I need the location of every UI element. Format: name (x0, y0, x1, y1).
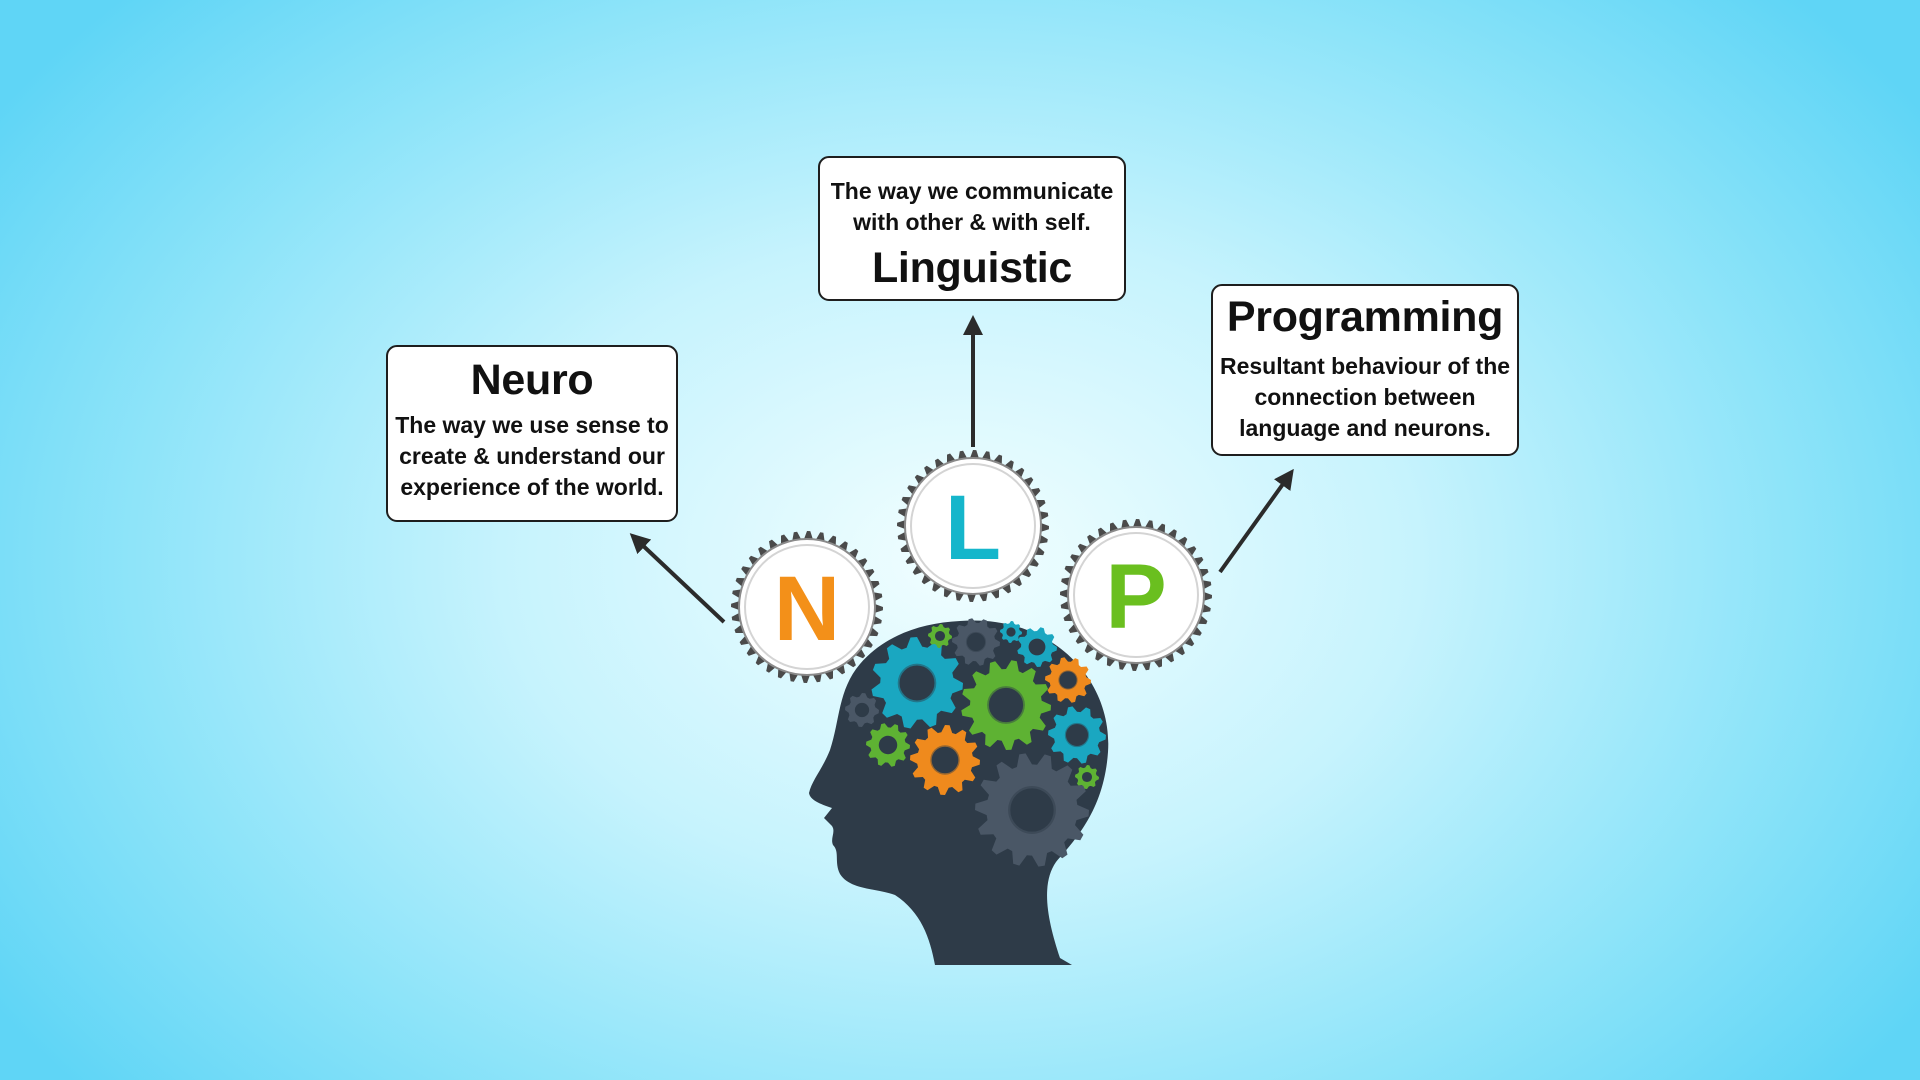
letter-gears: NLP (731, 450, 1212, 683)
gear-icon (845, 693, 879, 727)
brain-gears (845, 618, 1106, 867)
gear-icon (1045, 657, 1091, 703)
arrows (629, 315, 1294, 624)
programming-arrow-icon (1218, 468, 1294, 574)
letter-gear-n: N (731, 531, 883, 683)
linguistic-description: The way we communicate with other & with… (830, 178, 1114, 235)
letter-gear-l: L (897, 450, 1049, 602)
gear-icon (1017, 627, 1057, 667)
gear-icon (1000, 621, 1022, 643)
gear-icon (975, 753, 1089, 867)
neuro-description: The way we use sense to create & underst… (395, 412, 669, 500)
gear-icon (1048, 706, 1106, 764)
letter-n: N (774, 558, 840, 660)
neuro-box: Neuro The way we use sense to create & u… (386, 345, 678, 522)
gear-icon (928, 624, 952, 648)
letter-l: L (945, 477, 1001, 579)
programming-box: Programming Resultant behaviour of the c… (1211, 284, 1519, 456)
gear-icon (871, 637, 963, 729)
programming-heading: Programming (1226, 293, 1504, 341)
programming-description: Resultant behaviour of the connection be… (1219, 353, 1511, 441)
letter-p: P (1105, 546, 1166, 648)
gear-icon (1075, 765, 1099, 789)
gear-icon (866, 723, 910, 767)
gear-icon (952, 618, 1000, 666)
linguistic-heading: Linguistic (871, 244, 1073, 292)
neuro-heading: Neuro (470, 356, 594, 404)
gear-icon (961, 660, 1051, 750)
neuro-arrow-icon (629, 533, 726, 624)
linguistic-box: The way we communicate with other & with… (818, 156, 1126, 301)
gear-icon (910, 725, 980, 795)
letter-gear-p: P (1060, 519, 1212, 671)
